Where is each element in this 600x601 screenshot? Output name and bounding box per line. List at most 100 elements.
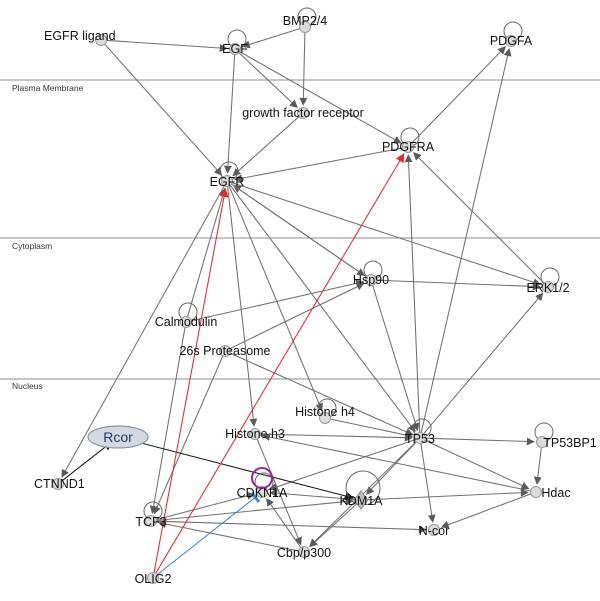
edge-proteasome-to-tcf3	[153, 355, 224, 515]
edge-egfr-to-histone-h4	[228, 185, 323, 412]
edge-kdm1a-to-cbp-p300	[309, 503, 358, 548]
rcor-node-icon[interactable]	[87, 425, 149, 449]
tp53-node-icon[interactable]	[414, 432, 426, 444]
edge-olig2-to-egfr	[153, 188, 229, 574]
node-hdac[interactable]: Hdac	[530, 486, 571, 500]
cdkn1a-highlight-ring-icon	[251, 467, 273, 489]
edge-egfr-ligand-to-egf	[105, 39, 228, 53]
edge-hdac-to-n-cor	[440, 493, 532, 529]
node-hsp90[interactable]: Hsp90	[353, 260, 389, 287]
edge-tp53-to-n-cor	[420, 442, 436, 523]
node-ctnnd1[interactable]: CTNND1	[34, 477, 85, 491]
calmodulin-label: Calmodulin	[155, 315, 218, 329]
histone-h4-node-icon[interactable]	[319, 412, 331, 424]
node-calmodulin[interactable]: Calmodulin	[155, 302, 218, 329]
node-pdgfra[interactable]: PDGFRA	[382, 127, 435, 154]
node-proteasome[interactable]: 26s Proteasome	[179, 344, 270, 358]
tp53bp1-node-icon[interactable]	[536, 436, 548, 448]
edge-egf-to-egfr	[223, 53, 236, 174]
bmp2-4-node-icon[interactable]	[299, 21, 311, 33]
region-label-cytoplasm: Cytoplasm	[12, 241, 52, 251]
edge-egfr-to-hsp90	[230, 183, 366, 276]
node-rcor[interactable]: Rcor	[87, 425, 149, 449]
proteasome-label: 26s Proteasome	[179, 344, 270, 358]
edge-olig2-to-pdgfra	[155, 153, 405, 574]
pdgfa-label: PDGFA	[490, 34, 533, 48]
node-histone-h4[interactable]: Histone h4	[295, 398, 355, 424]
egf-node-icon[interactable]	[229, 43, 241, 55]
node-n-cor[interactable]: N-cor	[419, 524, 450, 538]
node-cdkn1a[interactable]: CDKN1A	[237, 467, 288, 500]
edge-tp53-to-cdkn1a	[268, 439, 416, 491]
edge-bmp2-4-to-egf	[241, 27, 301, 49]
node-erk1-2[interactable]: ERK1/2	[526, 267, 570, 295]
cbp-p300-node-icon[interactable]	[298, 546, 310, 558]
edge-tp53bp1-to-hdac	[533, 446, 542, 485]
node-pdgfa[interactable]: PDGFA	[490, 21, 533, 48]
hsp90-node-icon[interactable]	[365, 274, 377, 286]
edge-kdm1a-to-hdac	[365, 488, 529, 501]
region-label-nucleus: Nucleus	[12, 381, 43, 391]
kdm1a-node-icon[interactable]	[353, 490, 369, 510]
node-histone-h3[interactable]: Histone h3	[225, 427, 285, 441]
node-tcf3[interactable]: TCF3	[135, 501, 167, 529]
proteasome-node-icon[interactable]	[219, 345, 231, 357]
ctnnd1-node-icon[interactable]	[52, 478, 64, 490]
kdm1a-label: KDM1A	[339, 494, 383, 508]
edge-egfr-to-erk1-2	[231, 182, 542, 287]
hdac-node-icon[interactable]	[530, 486, 542, 498]
edge-proteasome-to-hsp90	[229, 283, 365, 350]
node-tp53bp1[interactable]: TP53BP1	[534, 422, 597, 450]
pdgfra-node-icon[interactable]	[402, 141, 414, 153]
tcf3-node-icon[interactable]	[145, 515, 157, 527]
node-kdm1a[interactable]: KDM1A	[339, 470, 383, 510]
node-egfr[interactable]: EGFR	[210, 161, 245, 189]
egfr-ligand-label: EGFR ligand	[44, 29, 116, 43]
node-olig2[interactable]: OLIG2	[135, 572, 172, 586]
pdgfra-label: PDGFRA	[382, 140, 435, 154]
edge-pdgfra-to-egfr	[234, 147, 404, 183]
edge-tp53-to-hdac	[424, 439, 530, 490]
edge-tp53-to-tp53bp1	[424, 437, 535, 446]
edge-tp53-to-kdm1a	[365, 441, 417, 495]
node-cbp-p300[interactable]: Cbp/p300	[277, 546, 331, 560]
cbp-p300-label: Cbp/p300	[277, 546, 331, 560]
node-tp53[interactable]: TP53	[405, 418, 435, 446]
n-cor-node-icon[interactable]	[428, 524, 440, 536]
hdac-label: Hdac	[541, 486, 570, 500]
edge-tp53-to-erk1-2	[422, 292, 544, 435]
bmp2-4-label: BMP2/4	[283, 14, 328, 28]
calmodulin-node-icon[interactable]	[180, 316, 192, 328]
hsp90-label: Hsp90	[353, 273, 389, 287]
edge-rcor-to-kdm1a	[122, 437, 355, 501]
histone-h4-label: Histone h4	[295, 405, 355, 419]
cdkn1a-node-icon[interactable]	[256, 486, 268, 498]
edge-olig2-to-cdkn1a	[156, 491, 261, 576]
node-bmp2-4[interactable]: BMP2/4	[283, 7, 328, 33]
edge-hsp90-to-tp53	[371, 284, 420, 432]
erk1-2-node-icon[interactable]	[542, 281, 554, 293]
edge-egfr-to-ctnnd1	[61, 185, 226, 478]
egfr-node-icon[interactable]	[221, 175, 233, 187]
ctnnd1-label: CTNND1	[34, 477, 85, 491]
edge-gfr-to-egfr	[232, 115, 300, 177]
edge-ctnnd1-to-rcor	[61, 441, 113, 482]
edge-egfr-to-histone-h3	[227, 185, 258, 427]
olig2-node-icon[interactable]	[147, 572, 159, 584]
node-egf[interactable]: EGF	[222, 29, 248, 56]
edge-tcf3-to-kdm1a	[155, 497, 354, 522]
histone-h3-label: Histone h3	[225, 427, 285, 441]
region-label-plasma-membrane: Plasma Membrane	[12, 83, 84, 93]
pdgfa-node-icon[interactable]	[505, 35, 517, 47]
node-egfr-ligand[interactable]: EGFR ligand	[44, 29, 116, 46]
egfr-ligand-node-icon[interactable]	[95, 34, 107, 46]
edge-erk1-2-to-pdgfra	[413, 152, 545, 284]
gfr-node-icon[interactable]	[297, 107, 309, 119]
olig2-label: OLIG2	[135, 572, 172, 586]
edge-tcf3-to-cdkn1a	[155, 491, 256, 521]
edge-tp53-to-pdgfra	[404, 154, 421, 434]
histone-h3-node-icon[interactable]	[249, 428, 261, 440]
node-gfr[interactable]: growth factor receptor	[242, 106, 364, 120]
